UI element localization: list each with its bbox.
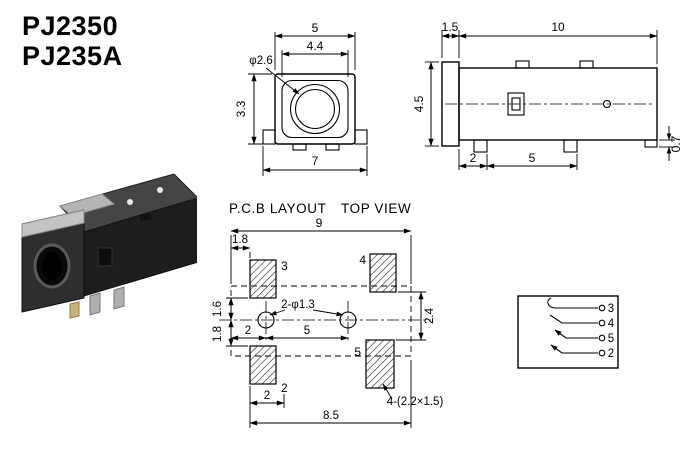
pin-4-label: 4 [608, 318, 615, 330]
pin-2-label: 2 [608, 348, 614, 360]
pin-5-label: 5 [608, 333, 614, 345]
schematic-pin-4: 4 [549, 314, 615, 330]
pad-3-label: 3 [281, 259, 288, 273]
label-pcb-pads: 4-(2.2×1.5) [387, 396, 444, 408]
pad-4-label: 4 [359, 253, 366, 267]
front-view-dimensions: 5 4.4 φ2.6 3.3 7 [234, 21, 368, 176]
dim-pcb-hole-down: 1.8 [212, 326, 224, 342]
dim-front-width-inner: 4.4 [307, 39, 324, 53]
part-number-line1: PJ2350 [22, 11, 119, 41]
front-view-body [262, 73, 368, 151]
dim-pcb-hole-pitch: 5 [304, 325, 310, 337]
dim-front-width-outer: 5 [312, 21, 319, 35]
pad-4 [369, 253, 397, 293]
dim-pcb-hole-up: 1.6 [212, 301, 224, 317]
connector-3d-illustration [21, 173, 197, 319]
dim-side-flange: 1.5 [442, 20, 459, 34]
dim-side-body: 10 [551, 20, 565, 34]
pad-3 [249, 259, 277, 299]
dim-pcb-bottom-left: 2 [264, 390, 270, 402]
schematic-pin-3: 3 [547, 297, 614, 315]
dim-pcb-overall: 9 [316, 216, 323, 230]
front-view-drawing: 5 4.4 φ2.6 3.3 7 [234, 21, 368, 176]
dim-pcb-hole-left: 2 [245, 325, 251, 337]
dim-front-hole-dia: φ2.6 [249, 55, 272, 67]
side-view-dimensions: 1.5 10 4.5 2 5 0.7 [412, 20, 683, 170]
part-number-line2: PJ235A [22, 40, 123, 71]
label-pcb-holes: 2-φ1.3 [281, 299, 315, 311]
pad-2-label: 2 [281, 381, 288, 395]
pcb-header: P.C.B LAYOUT TOP VIEW [229, 201, 411, 216]
schematic-pin-5: 5 [554, 329, 614, 345]
side-view-drawing: 1.5 10 4.5 2 5 0.7 [412, 20, 683, 170]
side-view-body [441, 60, 658, 153]
mount-hole-right [339, 311, 357, 329]
pcb-title-layout: P.C.B LAYOUT [229, 201, 326, 216]
pad-5-label: 5 [354, 345, 361, 359]
dim-pcb-pad-offset: 1.8 [232, 234, 248, 246]
pcb-dimensions: 9 1.8 1.6 1.8 2 5 2.4 2-φ1.3 2 8.5 4-(2.… [212, 216, 443, 428]
product-photo [21, 173, 197, 319]
pad-2 [249, 345, 277, 385]
dim-front-width-total: 7 [312, 154, 319, 168]
schematic-pin-2: 2 [550, 344, 614, 360]
schematic-symbol: 3 4 5 2 [517, 295, 619, 369]
pin-3-label: 3 [608, 303, 614, 315]
pcb-layout-drawing: P.C.B LAYOUT TOP VIEW 3 4 2 5 9 1.8 1.6 … [212, 201, 443, 428]
dim-pcb-bottom-span: 8.5 [323, 410, 339, 422]
schematic-box [517, 295, 619, 369]
pcb-title-topview: TOP VIEW [341, 201, 411, 216]
pad-5 [365, 339, 395, 389]
dim-side-foot-pitch: 5 [529, 151, 536, 165]
pcb-footprint: 3 4 2 5 [219, 253, 431, 395]
dim-front-height: 3.3 [234, 100, 248, 117]
dim-side-height: 4.5 [412, 95, 426, 112]
dim-side-tab: 0.7 [669, 135, 683, 152]
dim-pcb-pad-gap: 2.4 [424, 307, 436, 324]
mount-hole-left [257, 311, 275, 329]
dim-side-foot-offset: 2 [470, 151, 477, 165]
part-number-title: PJ2350 PJ235A [22, 11, 123, 71]
